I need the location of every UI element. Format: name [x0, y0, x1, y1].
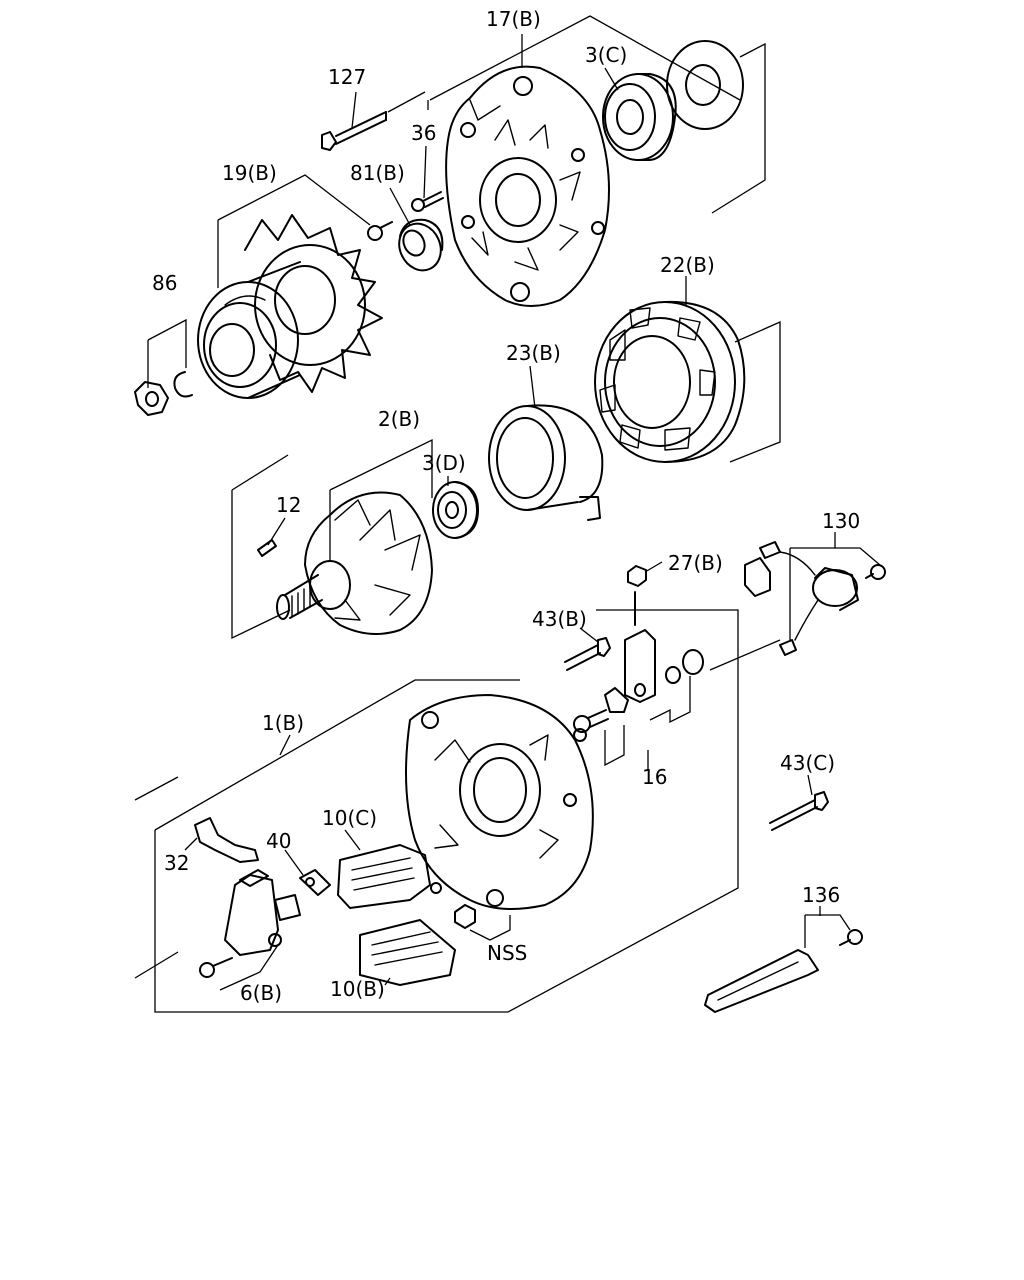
label-27b: 27(B)	[668, 551, 723, 575]
label-12: 12	[276, 493, 301, 517]
label-127: 127	[328, 65, 366, 89]
label-10c: 10(C)	[322, 806, 377, 830]
label-23b: 23(B)	[506, 341, 561, 365]
rotor-2b	[276, 491, 433, 635]
group-brackets	[134, 15, 781, 1013]
rear-housing	[405, 694, 594, 910]
label-43b: 43(B)	[532, 607, 587, 631]
label-86: 86	[152, 271, 177, 295]
collar-81b	[398, 218, 444, 272]
label-136: 136	[802, 883, 840, 907]
bolt-127	[321, 91, 426, 151]
regulator-6b	[199, 869, 301, 991]
stator-22b	[594, 300, 746, 463]
nut-nss	[454, 904, 511, 941]
lead-plate-32	[194, 817, 259, 863]
rectifier-10b	[359, 919, 456, 986]
label-43c: 43(C)	[780, 751, 835, 775]
label-40: 40	[266, 829, 291, 853]
rectifier-10c	[337, 844, 442, 909]
terminal-nut-27b	[627, 565, 647, 626]
bracket-136	[704, 914, 863, 1013]
label-3c: 3(C)	[585, 43, 627, 67]
cover-plate	[666, 40, 744, 130]
key-12	[257, 539, 277, 557]
label-2b: 2(B)	[378, 407, 420, 431]
label-10b: 10(B)	[330, 977, 385, 1001]
bolt-43c	[769, 791, 829, 831]
connector-40	[299, 869, 331, 896]
bolt-43b	[564, 637, 611, 671]
bearing-3c	[602, 73, 677, 161]
label-6b: 6(B)	[240, 981, 282, 1005]
bearing-3d	[432, 481, 479, 539]
leader-lines	[184, 34, 836, 986]
pulley-fan-19b	[197, 214, 383, 399]
nut-86	[134, 371, 193, 416]
label-17b: 17(B)	[486, 7, 541, 31]
part-labels: 17(B) 3(C) 127 36 19(B) 81(B) 86 22(B) 2…	[152, 7, 860, 1005]
front-housing-17b	[445, 65, 610, 307]
label-3d: 3(D)	[422, 451, 466, 475]
capacitor-130	[709, 541, 886, 671]
label-19b: 19(B)	[222, 161, 277, 185]
terminal-set-16	[604, 629, 704, 770]
bolt-terminal	[573, 709, 609, 733]
label-nss: NSS	[487, 941, 527, 965]
spacer-23b	[488, 404, 604, 521]
label-81b: 81(B)	[350, 161, 405, 185]
label-36: 36	[411, 121, 436, 145]
label-1b: 1(B)	[262, 711, 304, 735]
screw-36	[411, 191, 444, 212]
label-130: 130	[822, 509, 860, 533]
screw-19b	[367, 221, 393, 241]
label-16: 16	[642, 765, 667, 789]
label-22b: 22(B)	[660, 253, 715, 277]
label-32: 32	[164, 851, 189, 875]
